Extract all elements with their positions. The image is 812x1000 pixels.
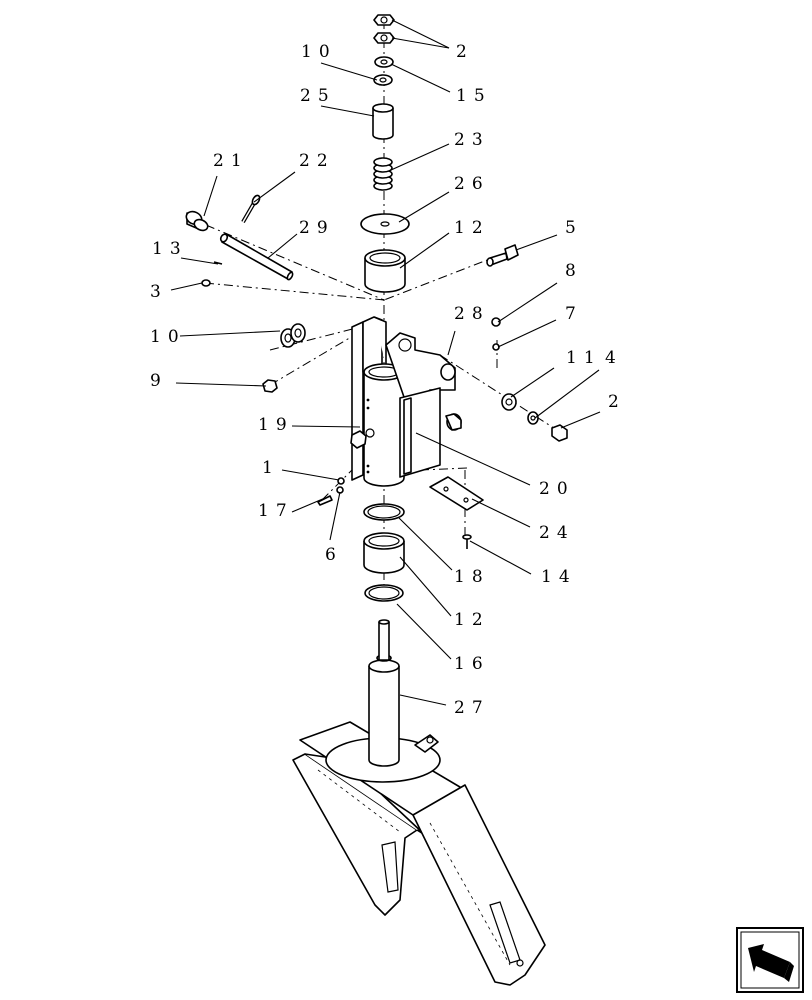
washer-part-26 (360, 213, 410, 235)
bushing-part-12-bottom (363, 532, 405, 574)
callout-25: 25 (300, 86, 336, 106)
bracket-arm-part-28 (385, 332, 456, 401)
callout-28: 28 (454, 304, 490, 324)
callout-12-bottom: 12 (454, 610, 490, 630)
washer-part-15 (374, 56, 394, 68)
callout-7: 7 (565, 304, 583, 324)
grease-fitting-part-1 (337, 477, 345, 485)
callout-12-top: 12 (454, 218, 490, 238)
callout-3: 3 (150, 282, 168, 302)
callout-26: 26 (454, 174, 490, 194)
leader-lines (170, 19, 601, 706)
bolt-part-5 (486, 244, 519, 267)
callout-27: 27 (454, 698, 490, 718)
callout-17: 17 (258, 501, 294, 521)
callout-2-right: 2 (608, 392, 626, 412)
spring-part-23 (373, 157, 393, 191)
ring-part-18 (363, 503, 405, 521)
callout-15: 15 (456, 86, 492, 106)
callout-21: 21 (213, 151, 249, 171)
callout-10-top: 10 (301, 42, 337, 62)
nut-part-2-top (373, 14, 395, 44)
spacer-part-25 (372, 103, 394, 140)
nut-part-2-right (551, 424, 568, 442)
nut-part-9 (262, 379, 278, 393)
callout-10-mid: 10 (150, 327, 186, 347)
callout-1: 1 (262, 458, 280, 478)
callout-22: 22 (299, 151, 335, 171)
callout-13: 13 (152, 239, 188, 259)
pin-part-29 (219, 233, 294, 281)
callout-6: 6 (325, 545, 343, 565)
callout-24: 24 (539, 523, 575, 543)
bracket-plate-part-20 (399, 387, 462, 478)
previous-page-arrow-icon[interactable] (736, 927, 804, 993)
callout-18: 18 (454, 567, 490, 587)
cotter-part-13 (213, 261, 223, 265)
callout-11: 11 (566, 348, 602, 368)
screw-part-17 (317, 495, 333, 506)
screw-part-14 (462, 534, 472, 549)
bushing-part-12-top (364, 249, 406, 293)
callout-14: 14 (541, 567, 577, 587)
callout-9: 9 (150, 371, 168, 391)
nut-part-8 (491, 317, 501, 327)
callout-4: 4 (605, 348, 623, 368)
plate-part-24 (429, 476, 484, 511)
callout-16: 16 (454, 654, 490, 674)
nut-part-3 (201, 279, 211, 287)
washer-part-11 (501, 393, 517, 411)
callout-20: 20 (539, 479, 575, 499)
callout-2-top: 2 (456, 42, 474, 62)
washer-pair-part-10-mid (280, 323, 306, 348)
lockwasher-part-4 (527, 411, 539, 425)
bushing-part-21 (185, 210, 209, 232)
callout-labels: 2 10 15 25 23 21 22 26 29 12 5 13 3 8 28… (150, 42, 626, 718)
ring-part-16 (364, 584, 404, 602)
caster-fork-part-27 (292, 619, 546, 986)
callout-29: 29 (299, 218, 335, 238)
bracket-weldment-part-19 (350, 316, 405, 487)
washer-part-10-top (373, 74, 393, 86)
callout-19: 19 (258, 415, 294, 435)
callout-8: 8 (565, 261, 583, 281)
callout-23: 23 (454, 130, 490, 150)
callout-5: 5 (565, 218, 583, 238)
